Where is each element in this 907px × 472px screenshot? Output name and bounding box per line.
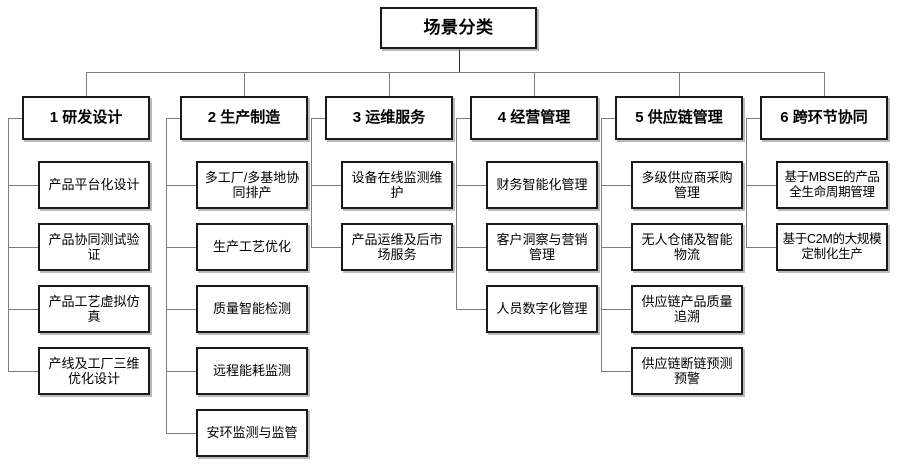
leaf-connector-6-2 (746, 247, 776, 248)
leaf-connector-3-1 (311, 185, 341, 186)
leaf-label-4-2: 客户洞察与营销管理 (496, 231, 588, 262)
leaf-connector-2-5 (166, 433, 196, 434)
category-label-2: 2 生产制造 (207, 109, 281, 127)
leaf-node-4-3[interactable]: 人员数字化管理 (486, 285, 598, 333)
category-stub-1 (8, 118, 22, 119)
category-stub-4 (456, 118, 470, 119)
category-bus (86, 72, 824, 73)
leaf-label-3-1: 设备在线监测维护 (351, 169, 443, 200)
leaf-connector-4-2 (456, 247, 486, 248)
category-node-5[interactable]: 5 供应链管理 (615, 96, 743, 140)
category-label-4: 4 经营管理 (497, 109, 571, 127)
leaf-label-2-5: 安环监测与监管 (206, 425, 298, 441)
leaf-label-5-1: 多级供应商采购管理 (641, 169, 733, 200)
category-label-5: 5 供应链管理 (635, 109, 723, 127)
leaf-node-2-2[interactable]: 生产工艺优化 (196, 223, 308, 271)
leaf-label-1-1: 产品平台化设计 (48, 177, 140, 193)
leaf-node-2-5[interactable]: 安环监测与监管 (196, 409, 308, 457)
leaf-connector-2-4 (166, 371, 196, 372)
leaf-connector-4-1 (456, 185, 486, 186)
leaf-node-4-1[interactable]: 财务智能化管理 (486, 161, 598, 209)
leaf-connector-1-1 (8, 185, 38, 186)
leaf-node-2-4[interactable]: 远程能耗监测 (196, 347, 308, 395)
leaf-connector-6-1 (746, 185, 776, 186)
category-label-1: 1 研发设计 (49, 109, 123, 127)
leaf-connector-2-2 (166, 247, 196, 248)
leaf-connector-1-3 (8, 309, 38, 310)
leaf-label-1-4: 产线及工厂三维优化设计 (48, 355, 140, 386)
leaf-node-1-2[interactable]: 产品协同测试验证 (38, 223, 150, 271)
leaf-label-6-1: 基于MBSE的产品全生命周期管理 (784, 170, 880, 199)
leaf-label-5-3: 供应链产品质量追溯 (641, 293, 733, 324)
leaf-label-2-1: 多工厂/多基地协同排产 (204, 169, 300, 200)
column-spine-1 (8, 118, 9, 371)
category-drop-2 (244, 72, 245, 96)
category-label-6: 6 跨环节协同 (780, 109, 868, 127)
column-spine-3 (311, 118, 312, 247)
leaf-node-1-1[interactable]: 产品平台化设计 (38, 161, 150, 209)
leaf-label-3-2: 产品运维及后市场服务 (351, 231, 443, 262)
leaf-node-5-2[interactable]: 无人仓储及智能物流 (631, 223, 743, 271)
root-stem (459, 49, 460, 72)
column-spine-6 (746, 118, 747, 247)
category-node-4[interactable]: 4 经营管理 (470, 96, 598, 140)
leaf-connector-5-2 (601, 247, 631, 248)
leaf-connector-5-4 (601, 371, 631, 372)
category-label-3: 3 运维服务 (352, 109, 426, 127)
category-node-3[interactable]: 3 运维服务 (325, 96, 453, 140)
column-spine-4 (456, 118, 457, 309)
leaf-connector-2-1 (166, 185, 196, 186)
category-drop-4 (534, 72, 535, 96)
leaf-label-1-2: 产品协同测试验证 (48, 231, 140, 262)
leaf-label-5-4: 供应链断链预测预警 (641, 355, 733, 386)
leaf-node-3-1[interactable]: 设备在线监测维护 (341, 161, 453, 209)
category-stub-6 (746, 118, 760, 119)
category-node-2[interactable]: 2 生产制造 (180, 96, 308, 140)
category-node-6[interactable]: 6 跨环节协同 (760, 96, 888, 140)
leaf-node-1-4[interactable]: 产线及工厂三维优化设计 (38, 347, 150, 395)
leaf-node-5-4[interactable]: 供应链断链预测预警 (631, 347, 743, 395)
leaf-connector-2-3 (166, 309, 196, 310)
leaf-connector-3-2 (311, 247, 341, 248)
column-spine-5 (601, 118, 602, 371)
category-stub-5 (601, 118, 615, 119)
leaf-node-4-2[interactable]: 客户洞察与营销管理 (486, 223, 598, 271)
leaf-label-6-2: 基于C2M的大规模定制化生产 (782, 232, 882, 261)
category-stub-2 (166, 118, 180, 119)
category-node-1[interactable]: 1 研发设计 (22, 96, 150, 140)
leaf-node-6-1[interactable]: 基于MBSE的产品全生命周期管理 (776, 161, 888, 209)
leaf-node-2-1[interactable]: 多工厂/多基地协同排产 (196, 161, 308, 209)
leaf-label-2-2: 生产工艺优化 (212, 239, 291, 255)
leaf-connector-1-4 (8, 371, 38, 372)
column-spine-2 (166, 118, 167, 433)
category-drop-5 (679, 72, 680, 96)
leaf-node-1-3[interactable]: 产品工艺虚拟仿真 (38, 285, 150, 333)
leaf-connector-5-1 (601, 185, 631, 186)
leaf-label-4-3: 人员数字化管理 (496, 301, 588, 317)
leaf-node-2-3[interactable]: 质量智能检测 (196, 285, 308, 333)
leaf-label-5-2: 无人仓储及智能物流 (641, 231, 733, 262)
leaf-node-5-1[interactable]: 多级供应商采购管理 (631, 161, 743, 209)
leaf-connector-4-3 (456, 309, 486, 310)
leaf-label-1-3: 产品工艺虚拟仿真 (48, 293, 140, 324)
leaf-label-4-1: 财务智能化管理 (496, 177, 588, 193)
leaf-label-2-3: 质量智能检测 (212, 301, 291, 317)
leaf-connector-5-3 (601, 309, 631, 310)
leaf-node-5-3[interactable]: 供应链产品质量追溯 (631, 285, 743, 333)
category-drop-1 (86, 72, 87, 96)
root-node-label: 场景分类 (423, 17, 494, 37)
leaf-node-3-2[interactable]: 产品运维及后市场服务 (341, 223, 453, 271)
category-stub-3 (311, 118, 325, 119)
leaf-label-2-4: 远程能耗监测 (212, 363, 291, 379)
category-drop-3 (389, 72, 390, 96)
leaf-connector-1-2 (8, 247, 38, 248)
leaf-node-6-2[interactable]: 基于C2M的大规模定制化生产 (776, 223, 888, 271)
root-node[interactable]: 场景分类 (380, 7, 537, 49)
category-drop-6 (824, 72, 825, 96)
